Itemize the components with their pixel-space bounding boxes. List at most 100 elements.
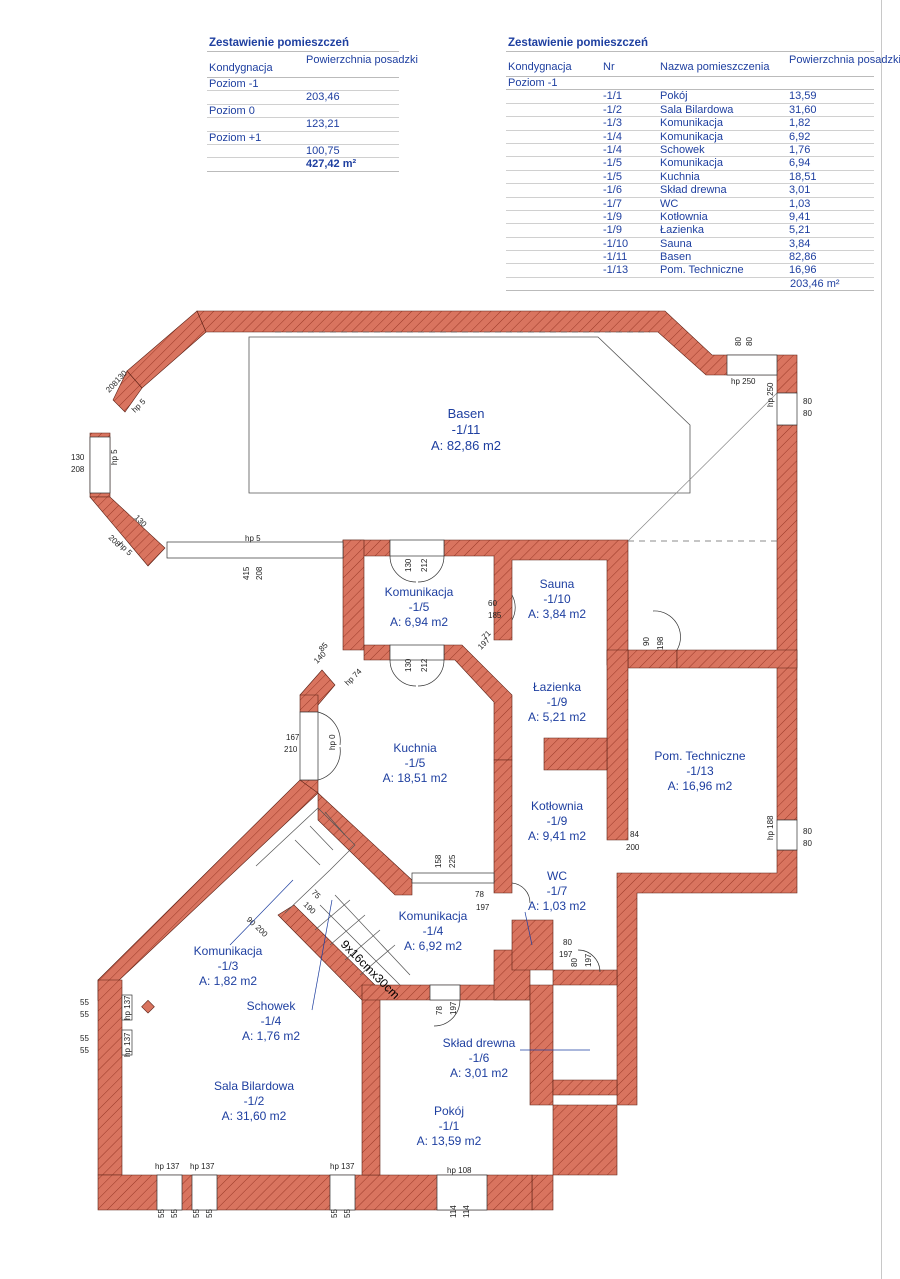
- dimension-label: 114: [449, 1205, 458, 1218]
- room-nr: -1/5: [603, 170, 622, 183]
- header-nr: Nr: [603, 61, 615, 73]
- wall: [776, 424, 798, 821]
- room-label-name: Pokój: [434, 1104, 464, 1118]
- dimension-label: 75: [310, 888, 323, 901]
- dimension-label: 210: [284, 745, 298, 754]
- room-nr: -1/9: [603, 210, 622, 223]
- summary-level: Poziom +1: [209, 131, 262, 144]
- room-label-area: A: 1,82 m2: [199, 974, 257, 988]
- room-area: 1,03: [789, 197, 811, 210]
- summary-level-row: Poziom -1: [207, 78, 399, 92]
- dimension-label: 55: [170, 1209, 179, 1218]
- dimension-label: 80: [803, 839, 812, 848]
- dimension-label: 197: [559, 950, 573, 959]
- window: [191, 1174, 218, 1211]
- room-area: 5,21: [789, 224, 811, 237]
- door-swing: [652, 610, 681, 651]
- door: [389, 644, 445, 661]
- leader-lines: [229, 879, 590, 1051]
- door-swing: [389, 659, 417, 687]
- dimension-label: 415: [242, 566, 251, 580]
- dimension-label: hp 108: [447, 1166, 472, 1175]
- dimension-label: hp 137: [330, 1162, 355, 1171]
- summary-table-header: Kondygnacja Powierzchnia posadzki: [207, 52, 418, 78]
- room-label-name: Komunikacja: [399, 909, 468, 923]
- dimension-label: 200: [626, 843, 640, 852]
- room-area: 1,76: [789, 143, 811, 156]
- wall: [196, 310, 798, 394]
- room-label-area: A: 18,51 m2: [383, 771, 448, 785]
- wall: [299, 694, 319, 713]
- dimension-label: 130: [71, 453, 85, 462]
- room-area: 3,01: [789, 184, 811, 197]
- room-area: 9,41: [789, 210, 811, 223]
- room-name: Sauna: [660, 237, 692, 250]
- column-marker: [141, 999, 155, 1014]
- dimension-label: hp 188: [766, 815, 775, 840]
- summary-area-row: 100,75: [207, 144, 399, 159]
- wall: [552, 969, 618, 986]
- room-label-name: Basen: [448, 406, 485, 421]
- wall: [443, 644, 513, 761]
- dimension-label: hp 74: [343, 667, 364, 688]
- dimension-label: 167: [286, 733, 300, 742]
- room-label-area: A: 6,94 m2: [390, 615, 448, 629]
- summary-area: 123,21: [306, 118, 340, 131]
- dimension-label: hp 5: [245, 534, 261, 543]
- dimension-label: 80: [803, 397, 812, 406]
- room-label-name: Kuchnia: [393, 741, 437, 755]
- detail-table-title: Zestawienie pomieszczeń: [506, 37, 874, 52]
- dimension-label: 55: [157, 1209, 166, 1218]
- room-label-name: Łazienka: [533, 680, 581, 694]
- window: [121, 994, 133, 1021]
- dimension-label: 212: [420, 558, 429, 572]
- room-label-nr: -1/2: [244, 1094, 265, 1108]
- door-swing: [317, 711, 341, 746]
- room-nr: -1/13: [603, 264, 629, 277]
- room-name: Komunikacja: [660, 130, 723, 143]
- header-area: Powierzchnia posadzki: [306, 54, 418, 66]
- window: [329, 1174, 356, 1211]
- wall: [676, 649, 798, 669]
- room-name: Komunikacja: [660, 117, 723, 130]
- room-label-nr: -1/10: [543, 592, 571, 606]
- header-level: Kondygnacja: [508, 61, 572, 73]
- leader-line: [229, 879, 294, 946]
- dimension-label: 80: [563, 938, 572, 947]
- room-name: Schowek: [660, 143, 705, 156]
- room-label-nr: -1/9: [547, 814, 568, 828]
- room-name: Kuchnia: [660, 170, 700, 183]
- dimension-label: hp 250: [731, 377, 756, 386]
- window: [121, 1029, 133, 1056]
- dimension-label: 55: [205, 1209, 214, 1218]
- dimension-label: 80: [803, 409, 812, 418]
- room-label-nr: -1/5: [405, 756, 426, 770]
- room-label-nr: -1/6: [469, 1051, 490, 1065]
- room-nr: -1/11: [603, 251, 628, 264]
- header-level: Kondygnacja: [209, 62, 273, 74]
- wall: [112, 370, 143, 413]
- room-label-name: Komunikacja: [385, 585, 454, 599]
- dimension-label: hp 250: [766, 382, 775, 407]
- wall: [511, 919, 554, 971]
- room-label-nr: -1/13: [686, 764, 714, 778]
- summary-area: 100,75: [306, 144, 340, 157]
- dimension-label: 78: [475, 890, 484, 899]
- summary-area-row: 203,46: [207, 91, 399, 105]
- dimension-label: 78: [435, 1006, 444, 1015]
- wall: [317, 792, 413, 896]
- door-swings: [317, 555, 681, 1027]
- room-nr: -1/7: [603, 197, 622, 210]
- room-name: Skład drewna: [660, 184, 727, 197]
- room-area: 1,82: [789, 117, 811, 130]
